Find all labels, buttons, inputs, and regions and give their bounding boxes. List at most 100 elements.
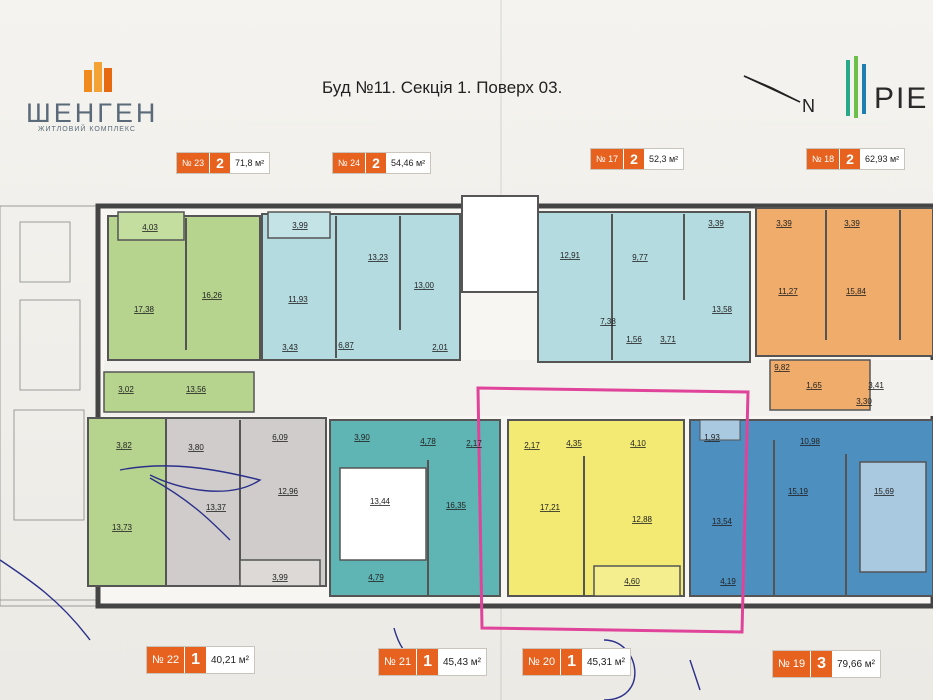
apt-rooms: 1 <box>184 647 206 673</box>
room-area: 11,27 <box>778 287 798 296</box>
brand-name: ШЕНГЕН <box>26 98 159 128</box>
room-area: 13,00 <box>414 281 435 290</box>
room-area: 11,93 <box>288 295 308 304</box>
apt-rooms: 3 <box>810 651 832 677</box>
room-area: 9,77 <box>632 253 648 262</box>
apt-rooms: 2 <box>365 153 386 173</box>
apt-tag-20: № 20 1 45,31 м² <box>522 648 632 676</box>
room-area: 6,09 <box>272 433 288 442</box>
room-area: 12,88 <box>632 515 653 524</box>
apt-area: 71,8 м² <box>234 158 265 168</box>
plan-title: Буд №11. Секція 1. Поверх 03. <box>322 78 563 97</box>
apt-number: № 23 <box>177 153 210 173</box>
room-area: 2,17 <box>524 441 540 450</box>
room-area: 3,80 <box>188 443 204 452</box>
room-area: 9,82 <box>774 363 790 372</box>
apt-tag-22: № 22 1 40,21 м² <box>146 646 256 674</box>
room-area: 13,37 <box>206 503 227 512</box>
apt-tag-19: № 19 3 79,66 м² <box>772 650 882 678</box>
room-area: 1,65 <box>806 381 822 390</box>
room-area: 15,84 <box>846 287 867 296</box>
north-label: N <box>802 96 815 116</box>
apt-tag-21: № 21 1 45,43 м² <box>378 648 488 676</box>
apt-21-room <box>339 467 427 561</box>
room-area: 3,30 <box>856 397 872 406</box>
orange-building-logo-icon <box>84 62 112 92</box>
room-area: 3,39 <box>844 219 860 228</box>
north-arrow-icon <box>743 75 801 103</box>
room-area: 15,19 <box>788 487 809 496</box>
apt-rooms: 1 <box>560 649 582 675</box>
brand-subtitle: ЖИТЛОВИЙ КОМПЛЕКС <box>38 126 136 133</box>
room-area: 7,38 <box>600 317 616 326</box>
room-area: 16,26 <box>202 291 223 300</box>
room-area: 4,60 <box>624 577 640 586</box>
neighbour-section-outline <box>0 205 99 607</box>
apt-tag-23: № 23 2 71,8 м² <box>176 152 271 174</box>
room-area: 13,58 <box>712 305 733 314</box>
apt-22-gray <box>165 417 327 587</box>
apt-number: № 22 <box>147 647 185 673</box>
apt-tag-18: № 18 2 62,93 м² <box>806 148 906 170</box>
room-area: 3,99 <box>272 573 288 582</box>
room-area: 4,78 <box>420 437 436 446</box>
room-area: 2,01 <box>432 343 448 352</box>
room-area: 3,99 <box>292 221 308 230</box>
apt-number: № 18 <box>807 149 840 169</box>
apt-17 <box>537 211 751 363</box>
apt-18-bath <box>769 359 871 411</box>
room-area: 3,02 <box>118 385 134 394</box>
apt-number: № 17 <box>591 149 624 169</box>
room-area: 10,98 <box>800 437 821 446</box>
highlight-outline <box>476 386 750 634</box>
apt-rooms: 2 <box>209 153 230 173</box>
room-area: 1,93 <box>704 433 720 442</box>
room-area: 17,21 <box>540 503 561 512</box>
stairwell <box>461 195 539 293</box>
room-area: 3,90 <box>354 433 370 442</box>
room-area: 3,39 <box>708 219 724 228</box>
apt-18 <box>755 207 933 357</box>
room-area: 2,17 <box>466 439 482 448</box>
room-area: 12,96 <box>278 487 299 496</box>
partner-name: РІЕ <box>874 82 929 115</box>
apt-23-balcony <box>117 211 185 241</box>
partner-logo-icon <box>846 56 866 118</box>
apt-number: № 19 <box>773 651 811 677</box>
room-area: 17,38 <box>134 305 155 314</box>
apt-22-left <box>87 417 167 587</box>
apt-area: 54,46 м² <box>390 158 426 168</box>
apt-23-hall <box>103 371 255 413</box>
apt-tag-24: № 24 2 54,46 м² <box>332 152 432 174</box>
apt-20-balcony <box>593 565 681 597</box>
apt-area: 40,21 м² <box>211 654 250 666</box>
apt-number: № 21 <box>379 649 417 675</box>
room-area: 3,82 <box>116 441 132 450</box>
room-area: 12,91 <box>560 251 581 260</box>
room-area: 3,41 <box>868 381 884 390</box>
apt-area: 45,43 м² <box>443 656 482 668</box>
apt-rooms: 2 <box>623 149 644 169</box>
room-area: 4,19 <box>720 577 736 586</box>
room-area: 4,10 <box>630 439 646 448</box>
apt-tag-17: № 17 2 52,3 м² <box>590 148 685 170</box>
room-area: 13,56 <box>186 385 207 394</box>
apt-22-balcony <box>239 559 321 587</box>
room-area: 3,43 <box>282 343 298 352</box>
room-area: 3,71 <box>660 335 676 344</box>
room-area: 4,35 <box>566 439 582 448</box>
room-area: 6,87 <box>338 341 354 350</box>
apt-area: 52,3 м² <box>648 154 679 164</box>
apt-rooms: 1 <box>416 649 438 675</box>
apt-area: 62,93 м² <box>864 154 900 164</box>
room-area: 13,54 <box>712 517 733 526</box>
pen-annotations <box>0 465 701 700</box>
apt-area: 45,31 м² <box>587 656 626 668</box>
room-area: 4,79 <box>368 573 384 582</box>
apt-number: № 24 <box>333 153 366 173</box>
apt-area: 79,66 м² <box>837 658 876 670</box>
room-area: 15,69 <box>874 487 895 496</box>
room-area: 13,73 <box>112 523 133 532</box>
apt-rooms: 2 <box>839 149 860 169</box>
